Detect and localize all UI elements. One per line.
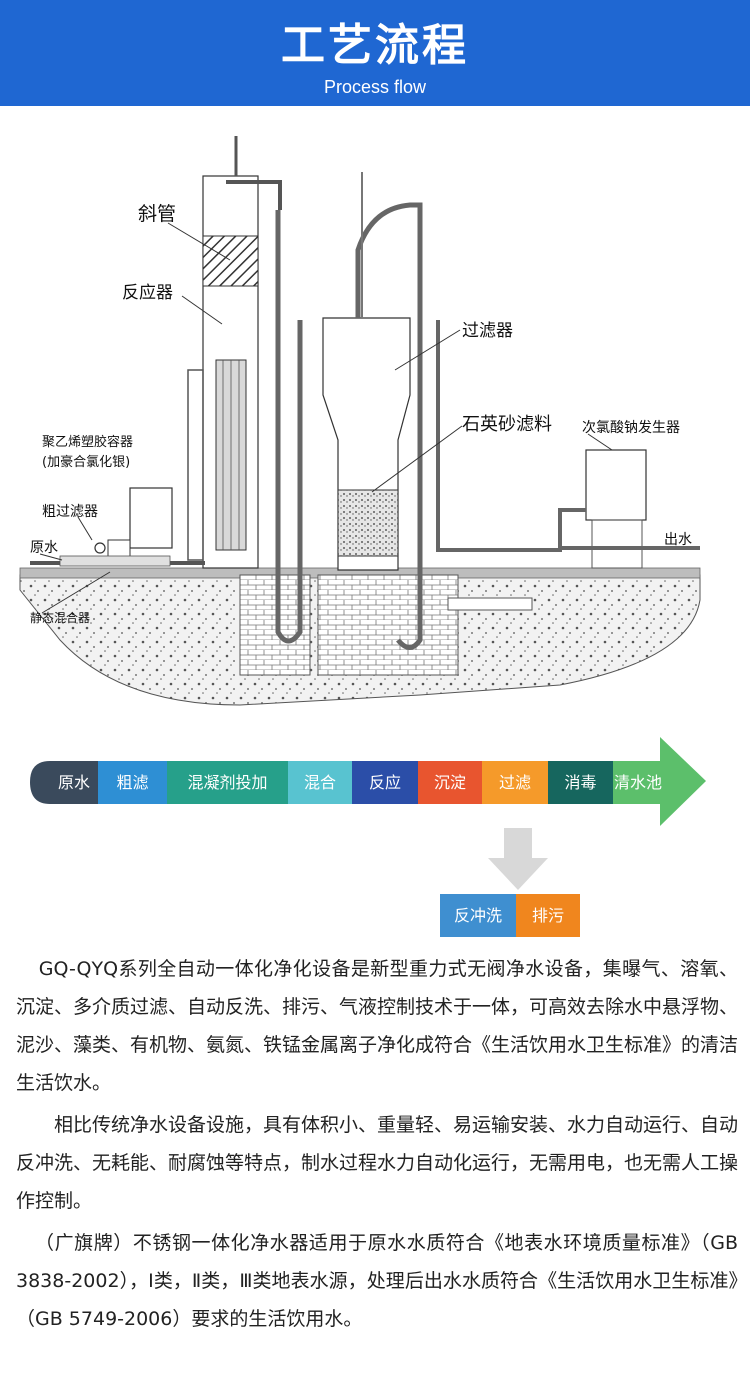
label-reactor: 反应器: [122, 283, 173, 303]
label-pe-tank: 聚乙烯塑胶容器: [42, 434, 133, 450]
process-flow: 原水 粗滤 混凝剂投加 混合 反应 沉淀 过滤 消毒 清水池: [30, 737, 710, 827]
flow-step-coarse-filter: 粗滤: [98, 761, 167, 804]
flow-step-clear-water-tank: 清水池: [613, 761, 663, 804]
flow-step-mixing: 混合: [288, 761, 352, 804]
label-pe-tank-note: (加豪合氯化银): [42, 454, 130, 470]
label-inclined-tube: 斜管: [138, 203, 176, 225]
label-hypochlorite: 次氯酸钠发生器: [582, 420, 680, 436]
description-text: GQ-QYQ系列全自动一体化净化设备是新型重力式无阀净水设备，集曝气、溶氧、沉淀…: [16, 950, 738, 1342]
page-title: 工艺流程: [281, 20, 469, 71]
down-arrow-icon: [488, 828, 548, 890]
process-diagram: 斜管 反应器 聚乙烯塑胶容器 (加豪合氯化银) 粗过滤器 原水 静态混合器 过滤…: [19, 136, 701, 706]
paragraph-1: GQ-QYQ系列全自动一体化净化设备是新型重力式无阀净水设备，集曝气、溶氧、沉淀…: [16, 958, 739, 1094]
pe-tank: [30, 487, 205, 567]
flow-step-sewage: 排污: [516, 894, 580, 937]
filter-tank: [322, 172, 423, 650]
label-outlet: 出水: [664, 532, 692, 548]
paragraph-2: 相比传统净水设备设施，具有体积小、重量轻、易运输安装、水力自动运行、自动反冲洗、…: [16, 1114, 739, 1212]
label-quartz-sand: 石英砂滤料: [462, 414, 552, 435]
label-static-mixer: 静态混合器: [30, 610, 90, 625]
hypochlorite-generator: [436, 320, 700, 611]
label-coarse-filter: 粗过滤器: [42, 504, 98, 520]
flow-arrow-shape: [30, 737, 706, 826]
flow-step-disinfection: 消毒: [548, 761, 613, 804]
flow-step-reaction: 反应: [352, 761, 418, 804]
reactor-tower: [187, 136, 282, 569]
u-pipe: [239, 210, 459, 676]
flow-step-raw-water: 原水: [50, 761, 98, 804]
flow-step-backwash: 反冲洗: [440, 894, 516, 937]
flow-step-sedimentation: 沉淀: [418, 761, 482, 804]
flow-step-coagulant: 混凝剂投加: [167, 761, 288, 804]
flow-step-filtration: 过滤: [482, 761, 548, 804]
page-header: 工艺流程 Process flow: [0, 0, 750, 106]
page-subtitle: Process flow: [323, 77, 427, 97]
label-filter: 过滤器: [462, 321, 513, 341]
leader-lines: [39, 222, 613, 614]
label-raw-water: 原水: [30, 540, 58, 556]
paragraph-3: （广旗牌）不锈钢一体化净水器适用于原水水质符合《地表水环境质量标准》（GB 38…: [16, 1232, 738, 1330]
